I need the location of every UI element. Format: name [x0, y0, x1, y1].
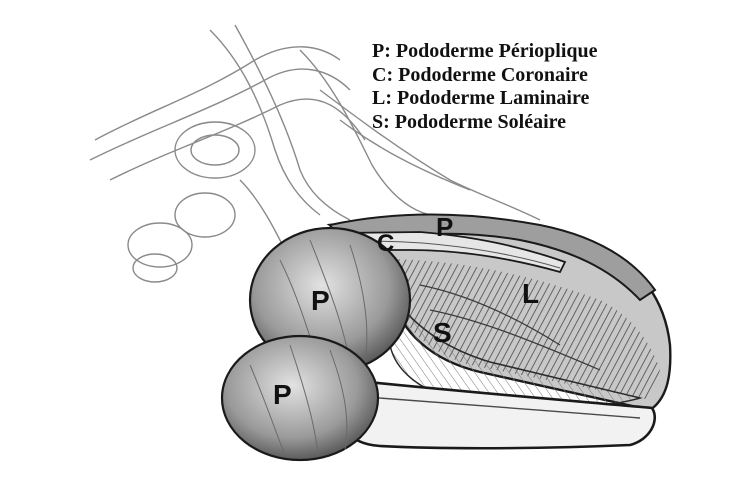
legend-item-laminar: L: Pododerme Laminaire — [372, 87, 742, 111]
legend-item-coronary: C: Pododerme Coronaire — [372, 64, 742, 88]
label-periople-upper: P — [436, 212, 453, 242]
legend-item-periople: P: Pododerme Périoplique — [372, 40, 742, 64]
legend-item-sole: S: Pododerme Soléaire — [372, 111, 742, 135]
legend: P: Pododerme Périoplique C: Pododerme Co… — [372, 40, 742, 134]
label-coronary: C — [377, 230, 394, 257]
bulb-lower — [222, 336, 378, 460]
label-bulb-upper: P — [311, 285, 330, 316]
label-sole: S — [433, 317, 452, 348]
label-bulb-lower: P — [273, 379, 292, 410]
label-laminar: L — [522, 278, 539, 309]
